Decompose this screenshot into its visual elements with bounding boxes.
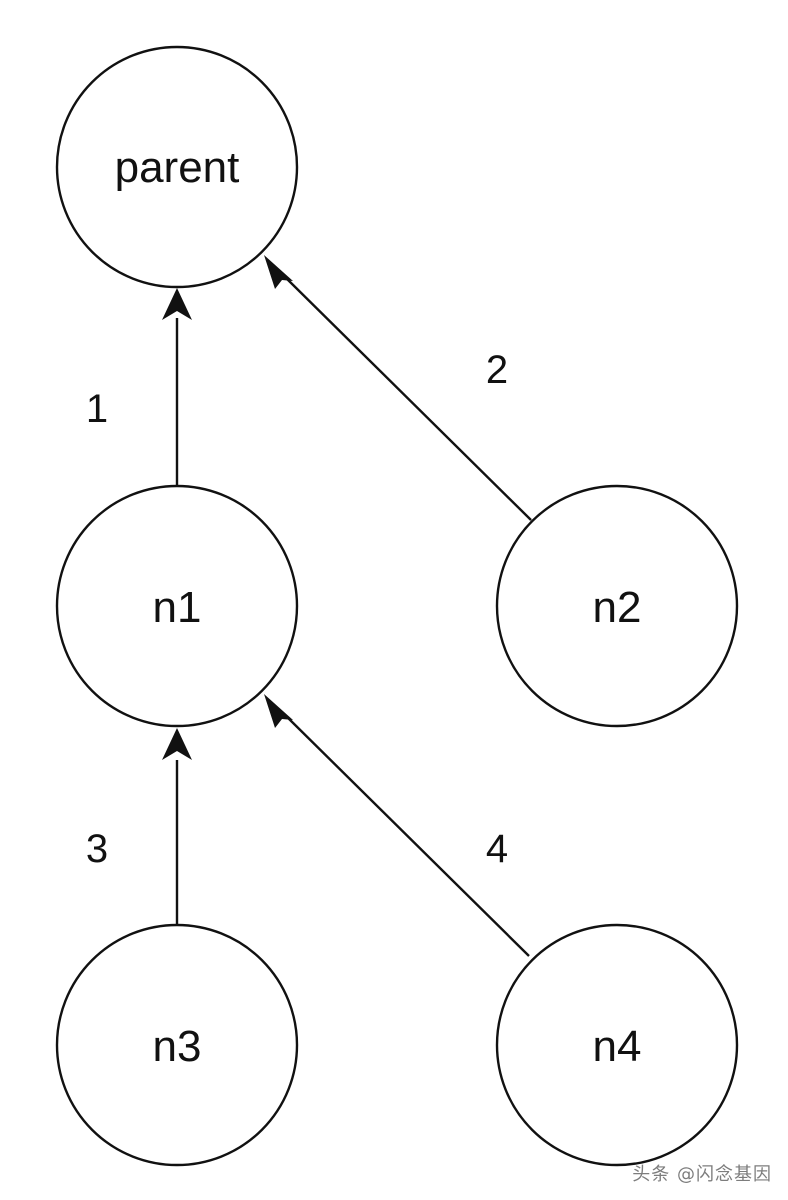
edge-label-1: 1 <box>86 387 108 431</box>
edge-line-n2-parent <box>283 275 532 521</box>
node-label: parent <box>115 143 240 192</box>
node-label: n2 <box>593 583 642 632</box>
edge-2: 2 <box>264 255 532 521</box>
node-n4: n4 <box>495 923 739 1167</box>
arrowhead-icon <box>264 694 293 728</box>
node-label: n4 <box>593 1022 642 1071</box>
edge-3: 3 <box>86 728 192 924</box>
node-n2: n2 <box>495 484 739 728</box>
edge-4: 4 <box>264 694 530 957</box>
node-n1: n1 <box>55 484 299 728</box>
edge-1: 1 <box>86 288 192 487</box>
node-parent: parent <box>55 45 299 289</box>
node-circle <box>55 923 299 1167</box>
arrowhead-icon <box>162 288 192 320</box>
watermark: 头条 @闪念基因 <box>632 1164 772 1185</box>
node-n3: n3 <box>55 923 299 1167</box>
node-label: n3 <box>153 1022 202 1071</box>
arrowhead-icon <box>264 255 293 289</box>
edge-label-2: 2 <box>486 348 508 392</box>
node-circle <box>55 45 299 289</box>
arrowhead-icon <box>162 728 192 760</box>
edge-label-3: 3 <box>86 827 108 871</box>
node-circle <box>495 484 739 728</box>
node-circle <box>495 923 739 1167</box>
edge-line-n4-n1 <box>283 713 530 957</box>
node-label: n1 <box>153 583 202 632</box>
node-circle <box>55 484 299 728</box>
edge-label-4: 4 <box>486 827 508 871</box>
